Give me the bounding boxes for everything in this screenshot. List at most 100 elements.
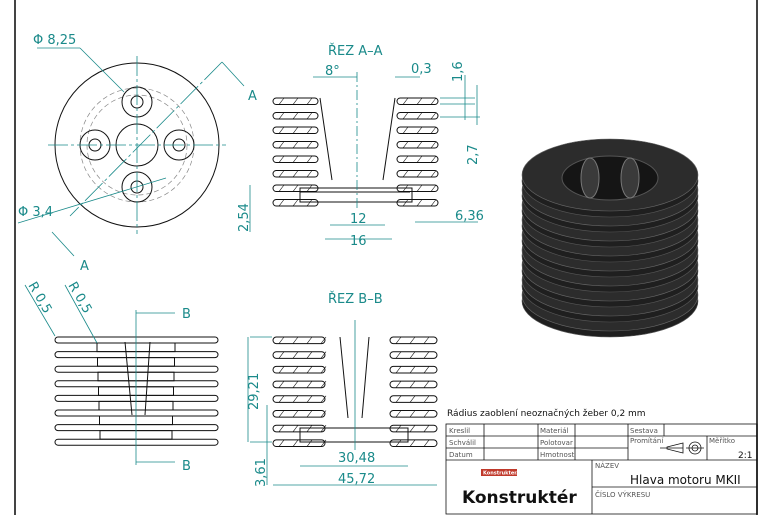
hatch-line: [292, 425, 299, 432]
hatch-line: [306, 126, 313, 134]
logo-small-text: Konstrukter.cz: [483, 471, 524, 477]
hatch-line: [278, 141, 285, 149]
dim-radius-2: R 0,5: [65, 280, 95, 317]
hatch-line: [292, 410, 299, 418]
hatch-line: [292, 439, 299, 447]
hatch-line: [292, 395, 299, 403]
fin: [54, 409, 219, 417]
note-fillet-radius: Rádius zaoblení neoznačných žeber 0,2 mm: [447, 408, 646, 419]
hatch-line: [423, 336, 430, 344]
hatch-line: [278, 155, 285, 163]
fin: [272, 336, 326, 345]
hatch-line: [278, 410, 285, 418]
fin: [54, 438, 219, 446]
dim-pitch: 2,7: [466, 144, 481, 165]
hatch-line: [416, 112, 423, 120]
dim-base: 2,54: [237, 203, 252, 232]
hatch-line: [430, 170, 437, 178]
hatch-line: [278, 184, 285, 192]
fin: [54, 380, 219, 388]
hatch-line: [416, 97, 423, 105]
hatch-line: [430, 199, 437, 207]
dim-fin-thickness: 1,6: [451, 61, 466, 82]
hatch-line: [402, 112, 409, 120]
hatch-line: [292, 366, 299, 374]
label-drawing-number: ČÍSLO VÝKRESU: [595, 490, 650, 499]
fin: [272, 395, 326, 403]
dim-height: 29,21: [247, 373, 262, 410]
hatch-line: [306, 336, 313, 344]
hatch-line: [306, 170, 313, 178]
dim-inner: 12: [350, 212, 367, 227]
fin: [389, 439, 438, 448]
fin: [272, 141, 319, 149]
fin: [396, 112, 439, 120]
hatch-line: [416, 184, 423, 192]
hatch-line: [430, 97, 437, 105]
hatch-line: [278, 439, 285, 447]
fin: [54, 424, 219, 432]
hatch-line: [278, 112, 285, 120]
section-bb-title: ŘEZ B–B: [328, 291, 383, 307]
title-block: [445, 423, 758, 515]
hatch-line: [423, 366, 430, 374]
hatch-line: [278, 97, 285, 105]
hatch-line: [409, 439, 416, 447]
hatch-line: [402, 170, 409, 178]
hatch-line: [395, 380, 402, 388]
dim-hole-diameter: Φ 8,25: [33, 33, 76, 48]
hatch-line: [306, 439, 313, 447]
hatch-line: [306, 155, 313, 163]
section-a-a: ŘEZ A–A 8° 0,3 1,6 2,7 2,54 12 16 6,36: [237, 43, 484, 249]
hatch-line: [423, 351, 430, 359]
label-name: NÁZEV: [595, 461, 619, 470]
hatch-line: [395, 439, 402, 447]
dim-angle: 8°: [325, 64, 340, 79]
render-boss: [620, 157, 640, 199]
fin: [272, 424, 326, 433]
hatch-line: [278, 395, 285, 403]
hatch-line: [402, 97, 409, 105]
hatch-line: [278, 336, 285, 344]
dim-outer-diameter: 45,72: [338, 472, 375, 487]
label-projection: Promítání: [630, 437, 664, 445]
logo-badge: [481, 469, 517, 476]
fin: [272, 170, 319, 178]
hatch-line: [409, 395, 416, 403]
label-assembly: Sestava: [630, 427, 658, 435]
hatch-line: [395, 366, 402, 374]
section-aa-title: ŘEZ A–A: [328, 43, 383, 59]
hatch-line: [292, 141, 299, 149]
hatch-line: [402, 199, 409, 207]
fin: [272, 97, 319, 106]
fin: [389, 365, 438, 374]
hatch-line: [430, 141, 437, 149]
dim-gap: 0,3: [411, 62, 432, 77]
fin: [272, 351, 326, 359]
hatch-line: [423, 395, 430, 403]
hatch-line: [320, 366, 327, 374]
render-bore: [561, 155, 659, 201]
hatch-line: [320, 336, 327, 344]
fin: [389, 351, 438, 359]
hatch-line: [430, 184, 437, 192]
hatch-line: [278, 425, 285, 432]
label-mass: Hmotnost: [540, 451, 574, 459]
fin: [272, 112, 319, 120]
hatch-line: [409, 366, 416, 374]
dim-flange: 6,36: [455, 209, 484, 224]
hatch-line: [306, 395, 313, 403]
label-approved: Schválil: [449, 439, 476, 447]
hatch-line: [320, 425, 327, 432]
hatch-line: [416, 170, 423, 178]
hatch-line: [278, 199, 285, 207]
fin: [389, 424, 438, 433]
hatch-line: [306, 380, 313, 388]
hatch-line: [278, 366, 285, 374]
fin: [272, 155, 319, 164]
hatch-line: [306, 351, 313, 359]
hatch-line: [430, 126, 437, 134]
hatch-line: [409, 336, 416, 344]
drawing-name: Hlava motoru MKII: [630, 473, 741, 487]
title-block-text: Kreslil Schválil Datum Materiál Polotova…: [449, 427, 752, 508]
